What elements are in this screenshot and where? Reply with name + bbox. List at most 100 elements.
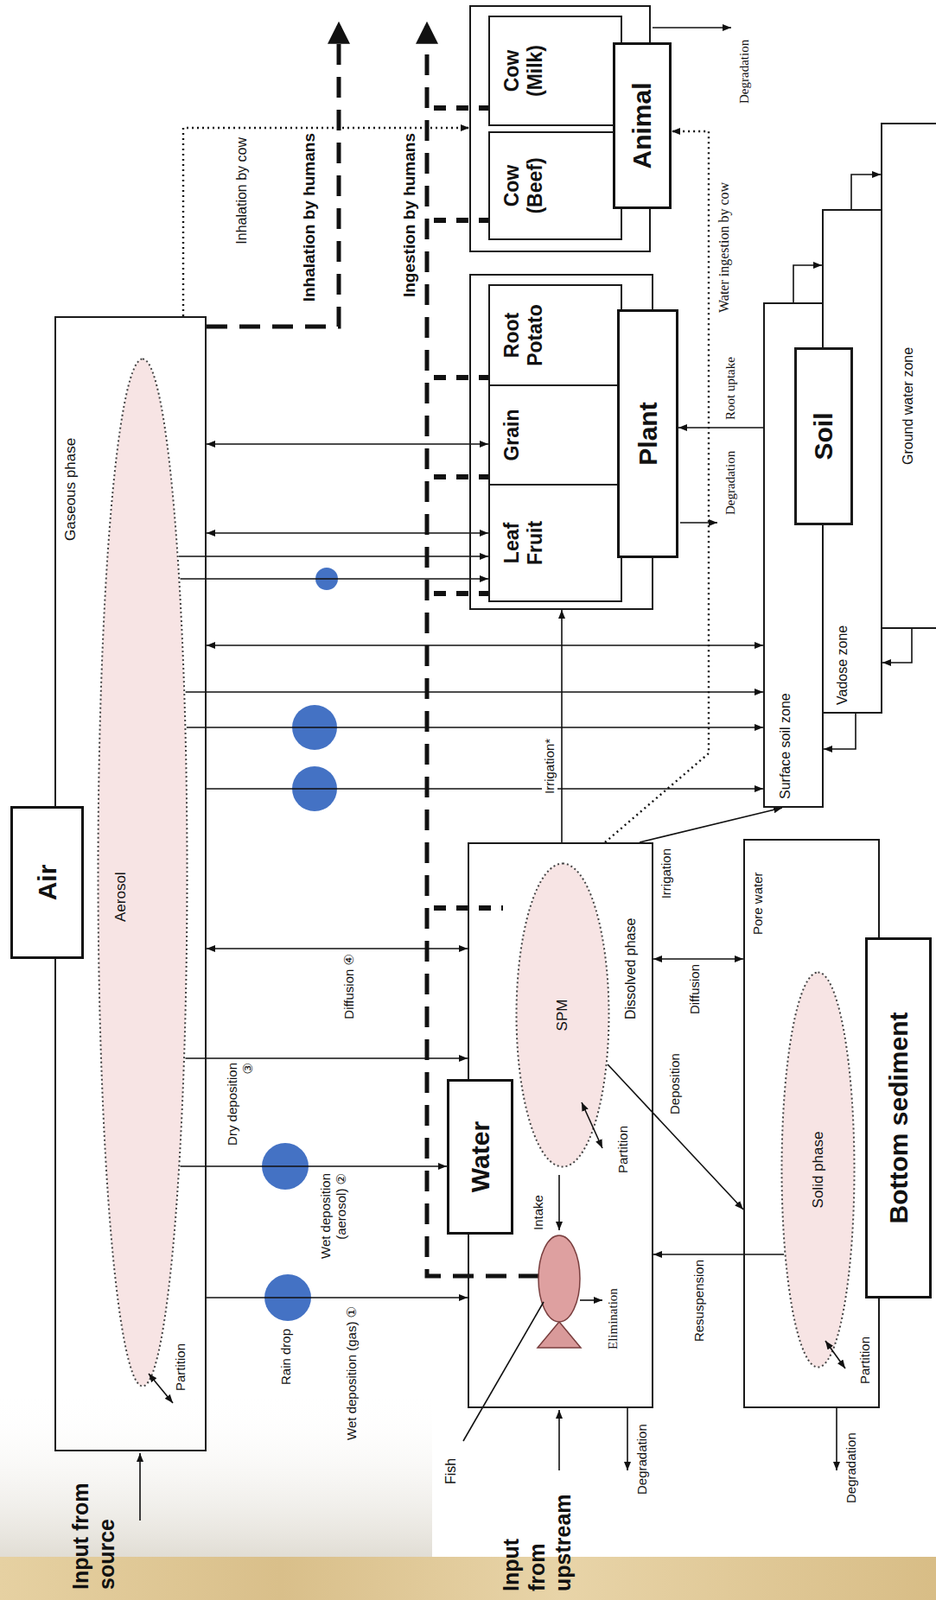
flow-connector [206,948,468,950]
leader-line [463,1302,544,1442]
annotation-label: Inhalation by humans [299,133,319,324]
edge-label: Diffusion [687,964,703,1031]
inhalation-path [206,25,339,327]
edge-label: Deposition [667,1053,683,1115]
node-label: Cow (Beef) [500,157,548,214]
node-label: Dissolved phase [622,918,639,1020]
flow-connector [186,726,764,729]
edge-label: Wet deposition (aerosol) ② [318,1173,350,1292]
edge-label: Resuspension [691,1260,707,1349]
soil-label-box: Soil [794,347,854,526]
flow-connector [184,1057,468,1060]
flow-connector [180,578,489,580]
node-label: Root Potato [500,304,548,367]
animal-compartment: AnimalCow (Beef)Cow (Milk) [469,5,651,253]
phase-ellipse [516,864,610,1168]
input-arrow [558,1410,561,1471]
node-label: SPM [553,999,572,1032]
edge-label: Inhalation by cow [233,137,250,315]
solid-phase-ellipse: Solid phase [780,971,856,1369]
partition-arrow [581,1102,603,1149]
elimination-arrow [579,1299,603,1302]
water-compartment: WaterDissolved phaseSPM [467,842,654,1409]
edge-label: Irrigation [658,848,675,918]
flow-connector [851,174,881,210]
annotation-label: Partition [172,1343,189,1392]
node-label: Ground water zone [899,347,917,465]
animal-product-box: Cow (Milk) [488,15,623,127]
edge-label: Root uptake [722,356,739,421]
flow-connector [560,610,563,843]
annotation-label: Partition [615,1126,631,1174]
flow-connector [653,1254,784,1256]
phase-ellipse [98,359,188,1388]
fish-tail [537,1322,581,1349]
degradation-arrow [835,1408,838,1471]
annotation-label: Input from source [67,1469,120,1591]
sediment-compartment: Bottom sedimentPore waterSolid phase [743,839,880,1409]
heading-tab: Water [446,1079,514,1236]
annotation-label: Degradation [722,451,739,516]
heading-tab: Air [10,806,84,960]
edge-label: Irrigation* [541,736,558,797]
annotation-label: Input from upstream [497,1494,576,1592]
fish-body [538,1235,580,1323]
node-label: Gaseous phase [62,438,80,542]
degradation-arrow [626,1408,629,1471]
plant-part-box: Grain [488,384,623,486]
annotation-label: Ingestion by humans [399,133,420,324]
node-label: Cow (Milk) [500,44,548,97]
flow-connector [639,808,783,843]
edge-label: Wet deposition (gas) ① [343,1306,360,1484]
annotation-label: Partition [857,1337,873,1385]
node-label: Vadose zone [834,625,851,706]
flow-connector [823,713,856,750]
node-label: Pore water [750,872,766,936]
partition-arrow [825,1341,846,1369]
edge-label: Diffusion ④ [341,954,357,1039]
aerosol-ellipse: Aerosol [96,357,189,1389]
node-label: Aerosol [112,872,130,923]
node-label: Leaf Fruit [500,521,548,566]
node-label: Solid phase [809,1132,828,1210]
annotation-label: Rain drop [278,1329,294,1409]
flow-connector [180,1165,447,1168]
annotation-label: Fish [440,1453,461,1490]
heading-tab: Bottom sediment [865,937,932,1299]
flow-connector [206,1297,468,1299]
texture-strip [0,1557,936,1600]
node-label: Soil [808,413,839,461]
annotation-label: Degradation [634,1424,650,1496]
flow-connector [183,127,470,317]
flow-connector [206,443,489,446]
ellipse-outline [96,357,189,1389]
flow-connector [178,555,489,558]
annotation-label: Degradation [843,1432,860,1504]
edge-label: Dry deposition ③ [224,1063,256,1160]
degradation-arrow [680,522,718,524]
plant-part-box: Leaf Fruit [488,483,623,603]
soil-layer-box: Ground water zone [880,122,936,630]
annotation-label: Intake [530,1195,547,1231]
plant-compartment: PlantLeaf FruitGrainRoot Potato [469,273,654,611]
phase-ellipse [782,973,855,1369]
annotation-label: Degradation [736,39,752,104]
input-arrow [139,1453,141,1522]
node-label: Surface soil zone [776,693,794,800]
animal-product-box: Cow (Beef) [488,131,623,241]
flow-connector [206,644,764,647]
intake-arrow [558,1175,561,1231]
flow-connector [206,788,764,790]
flow-connector [882,629,912,663]
heading-tab: Animal [612,42,672,210]
air-compartment: AirGaseous phaseAerosol [54,316,207,1452]
edge-label: Water ingestion by cow [715,182,733,313]
node-label: Grain [500,408,524,461]
flow-connector [206,532,489,535]
spm-ellipse: SPM [515,862,611,1169]
flow-connector [793,265,822,303]
plant-part-box: Root Potato [488,284,623,387]
